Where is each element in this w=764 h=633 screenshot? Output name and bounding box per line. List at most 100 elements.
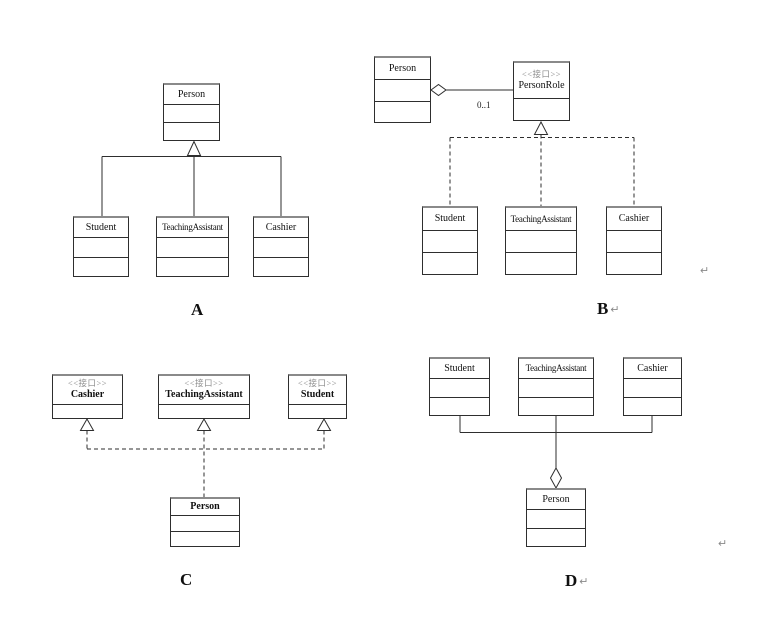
uml-class-student-b: Student: [422, 206, 478, 275]
operations-compartment: [624, 398, 681, 416]
operations-compartment: [171, 532, 239, 547]
class-name-compartment: TeachingAssistant: [157, 218, 228, 238]
paragraph-return-mark: ↵: [579, 576, 589, 588]
interface-name-compartment: <<接口>> Student: [289, 376, 346, 405]
uml-class-person-c: Person: [170, 497, 240, 547]
class-name-compartment: Cashier: [254, 218, 308, 238]
attributes-compartment: [506, 231, 576, 253]
attributes-compartment: [624, 379, 681, 398]
class-name-compartment: Person: [164, 85, 219, 105]
operations-compartment: [527, 529, 585, 547]
diagram-label-d: D↵: [565, 571, 589, 591]
uml-class-teachingassistant-b: TeachingAssistant: [505, 206, 577, 275]
attributes-compartment: [423, 231, 477, 253]
uml-class-person-a: Person: [163, 83, 220, 141]
operations-compartment: [514, 99, 569, 120]
interface-name: PersonRole: [518, 79, 565, 91]
class-name: TeachingAssistant: [510, 213, 572, 224]
class-name: Person: [190, 501, 220, 513]
class-name-compartment: Cashier: [624, 359, 681, 379]
uml-class-teachingassistant-a: TeachingAssistant: [156, 216, 229, 277]
operations-compartment: [74, 258, 128, 277]
class-name-compartment: Student: [430, 359, 489, 379]
interface-stereotype: <<接口>>: [521, 68, 562, 79]
attributes-compartment: [607, 231, 661, 253]
interface-name: Student: [300, 389, 335, 401]
paragraph-return-mark: ↵: [610, 304, 620, 316]
attributes-compartment: [74, 238, 128, 258]
multiplicity-label: 0..1: [477, 100, 491, 110]
realization-triangle-icon: [79, 417, 95, 431]
class-name: TeachingAssistant: [162, 222, 223, 233]
attributes-compartment: [430, 379, 489, 398]
operations-compartment: [423, 253, 477, 274]
class-name: TeachingAssistant: [525, 363, 587, 374]
operations-compartment: [506, 253, 576, 274]
interface-name: Cashier: [70, 389, 105, 401]
uml-class-student-a: Student: [73, 216, 129, 277]
interface-stereotype: <<接口>>: [184, 378, 224, 389]
uml-class-cashier-b: Cashier: [606, 206, 662, 275]
inheritance-lines: [101, 155, 282, 216]
operations-compartment: [159, 405, 249, 418]
class-name: Student: [434, 213, 466, 225]
diagram-label-text: B: [597, 299, 609, 318]
attributes-compartment: [164, 105, 219, 123]
operations-compartment: [289, 405, 346, 418]
interface-name: TeachingAssistant: [165, 389, 243, 401]
class-name: Person: [388, 62, 417, 74]
attributes-compartment: [171, 516, 239, 532]
uml-class-person-d: Person: [526, 488, 586, 547]
interface-stereotype: <<接口>>: [297, 378, 338, 389]
attributes-compartment: [157, 238, 228, 258]
operations-compartment: [164, 123, 219, 140]
realization-dashed-lines: [449, 134, 635, 206]
class-name: Person: [177, 88, 206, 100]
realization-dashed-lines: [86, 430, 325, 497]
realization-triangle-icon: [196, 417, 212, 431]
operations-compartment: [519, 398, 593, 416]
uml-class-teachingassistant-d: TeachingAssistant: [518, 357, 594, 416]
interface-name-compartment: <<接口>> TeachingAssistant: [159, 376, 249, 405]
aggregation-diamond-icon: [549, 466, 563, 490]
class-name-compartment: Student: [74, 218, 128, 238]
diagram-label-a: A: [191, 300, 203, 320]
realization-triangle-icon: [316, 417, 332, 431]
operations-compartment: [157, 258, 228, 277]
diagram-label-c: C: [180, 570, 192, 590]
interface-name-compartment: <<接口>> Cashier: [53, 376, 122, 405]
attributes-compartment: [375, 80, 430, 102]
aggregation-diamond-icon: [430, 83, 447, 97]
uml-class-cashier-d: Cashier: [623, 357, 682, 416]
operations-compartment: [607, 253, 661, 274]
realization-triangle-icon: [533, 120, 549, 135]
uml-interface-personrole-b: <<接口>> PersonRole: [513, 61, 570, 121]
paragraph-return-mark: ↵: [700, 265, 710, 277]
class-name-compartment: Person: [171, 499, 239, 516]
class-name-compartment: Student: [423, 208, 477, 231]
uml-class-student-d: Student: [429, 357, 490, 416]
diagram-c-connectors: [79, 417, 332, 497]
class-name-compartment: Person: [375, 58, 430, 80]
class-name: Cashier: [618, 213, 650, 225]
diagram-label-text: C: [180, 570, 193, 589]
class-name: Student: [85, 221, 117, 233]
operations-compartment: [430, 398, 489, 416]
diagram-label-b: B↵: [597, 299, 620, 319]
class-name: Student: [444, 362, 475, 374]
uml-class-cashier-a: Cashier: [253, 216, 309, 277]
aggregation-lines: [459, 416, 653, 468]
diagram-label-text: D: [565, 571, 578, 590]
diagram-d-connectors: [459, 416, 653, 490]
operations-compartment: [254, 258, 308, 277]
uml-class-person-b: Person: [374, 56, 431, 123]
interface-stereotype: <<接口>>: [67, 378, 108, 389]
operations-compartment: [53, 405, 122, 418]
diagram-a-connectors: [101, 140, 282, 216]
class-name: Cashier: [265, 221, 297, 233]
paragraph-return-mark: ↵: [718, 538, 728, 550]
class-name: Person: [542, 493, 570, 505]
class-name-compartment: Person: [527, 490, 585, 510]
